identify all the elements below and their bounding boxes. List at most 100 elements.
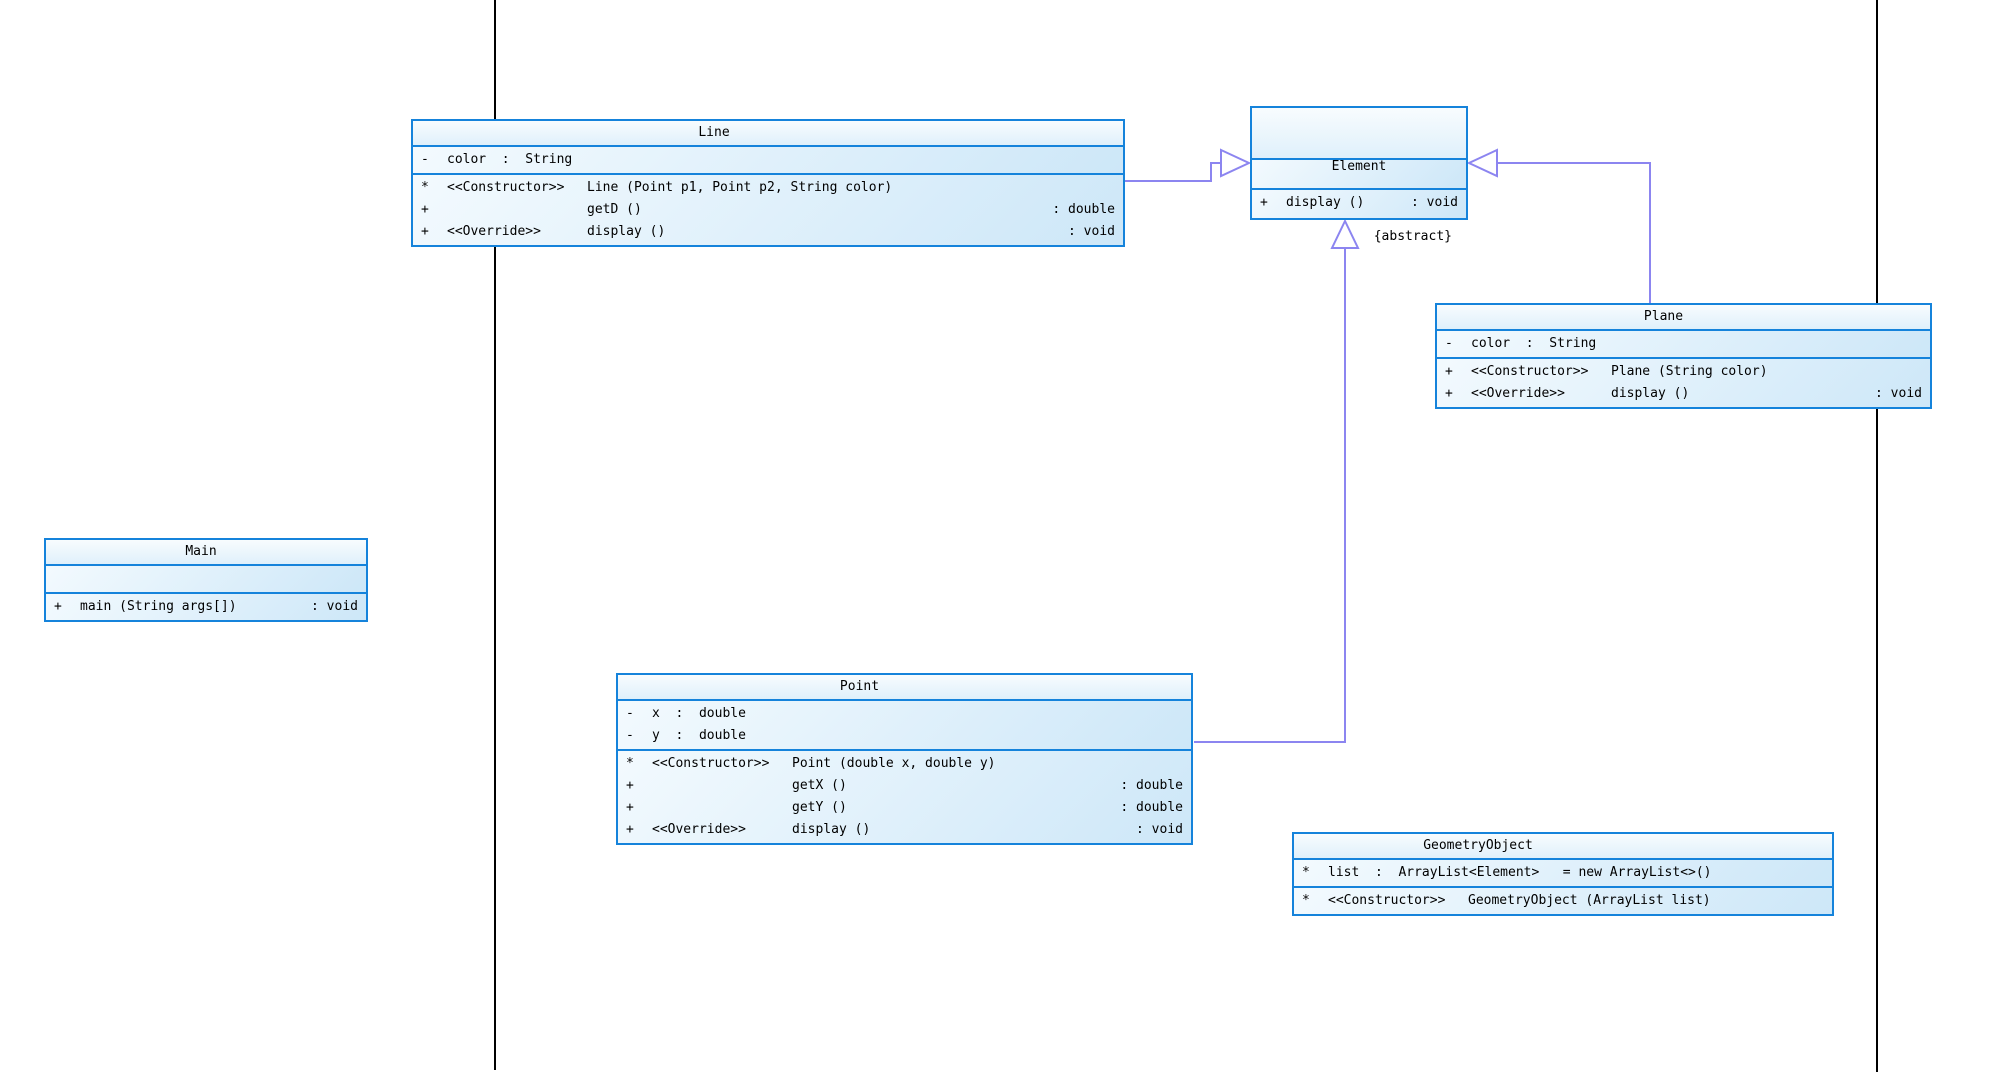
visibility-marker: * <box>1302 865 1310 880</box>
member-name: display () <box>792 822 871 837</box>
method-row: + getY () : double <box>618 797 1191 819</box>
class-box-element[interactable]: Element {abstract} + display () : void <box>1250 106 1468 244</box>
class-attributes: * list : ArrayList<Element> = new ArrayL… <box>1294 858 1832 886</box>
visibility-marker: + <box>626 778 634 793</box>
visibility-marker: + <box>626 822 634 837</box>
attribute-row: - color : String <box>413 149 1123 171</box>
visibility-marker: * <box>626 756 634 771</box>
stereotype-label <box>652 775 792 797</box>
class-title: Plane <box>1437 305 1930 329</box>
attribute-row: * list : ArrayList<Element> = new ArrayL… <box>1294 862 1832 884</box>
return-type-label: : void <box>311 599 358 614</box>
member-name: GeometryObject (ArrayList list) <box>1468 893 1711 908</box>
return-type-label <box>1824 890 1832 912</box>
class-methods: + main (String args[]) : void <box>46 592 366 620</box>
member-name: getX () <box>792 778 847 793</box>
return-type-label: : void <box>1136 822 1183 837</box>
member-name: Point (double x, double y) <box>792 756 996 771</box>
class-title: Main <box>46 540 366 564</box>
class-title-text: Element <box>1331 159 1387 174</box>
member-name: main (String args[]) <box>80 599 237 614</box>
method-row: + getD () : double <box>413 199 1123 221</box>
generalization-line-to-element[interactable] <box>1123 162 1221 182</box>
visibility-marker: + <box>421 202 429 217</box>
visibility-marker: - <box>626 706 634 721</box>
visibility-marker: - <box>421 152 429 167</box>
stereotype-label: <<Override>> <box>447 224 541 239</box>
method-row: * <<Constructor>> Point (double x, doubl… <box>618 753 1191 775</box>
class-box-point[interactable]: Point - x : double - y : double * <<Cons… <box>616 673 1193 845</box>
class-title: GeometryObject <box>1294 834 1832 858</box>
stereotype-label: <<Constructor>> <box>1328 893 1446 908</box>
visibility-marker: * <box>421 180 429 195</box>
class-title: Element {abstract} <box>1252 108 1466 244</box>
member-name: display () <box>587 224 666 239</box>
stereotype-label: <<Override>> <box>1471 386 1565 401</box>
class-box-geometryobject[interactable]: GeometryObject * list : ArrayList<Elemen… <box>1292 832 1834 916</box>
method-row: + <<Override>> display () : void <box>618 819 1191 841</box>
return-type-label: : double <box>1120 778 1183 793</box>
method-row: + <<Override>> display () : void <box>1437 383 1930 405</box>
class-attributes <box>46 564 366 592</box>
member-name: display () <box>1611 386 1690 401</box>
class-box-main[interactable]: Main + main (String args[]) : void <box>44 538 368 622</box>
member-name: Plane (String color) <box>1611 364 1768 379</box>
class-title: Line <box>413 121 1123 145</box>
stereotype-label <box>652 797 792 819</box>
visibility-marker: + <box>1260 195 1268 210</box>
class-methods: * <<Constructor>> Point (double x, doubl… <box>618 749 1191 843</box>
method-row: + getX () : double <box>618 775 1191 797</box>
return-type-label: : void <box>1875 386 1922 401</box>
class-title: Point <box>618 675 1191 699</box>
visibility-marker: + <box>54 599 62 614</box>
return-type-label: : double <box>1120 800 1183 815</box>
member-name: getY () <box>792 800 847 815</box>
return-type-label: : double <box>1052 202 1115 217</box>
class-attributes <box>1252 158 1466 188</box>
method-row: + main (String args[]) : void <box>46 596 366 618</box>
attribute-row: - color : String <box>1437 333 1930 355</box>
visibility-marker: + <box>1445 364 1453 379</box>
stereotype-label <box>447 199 587 221</box>
method-row: * <<Constructor>> GeometryObject (ArrayL… <box>1294 890 1832 912</box>
member-name: getD () <box>587 202 642 217</box>
visibility-marker: - <box>626 728 634 743</box>
class-attributes: - color : String <box>1437 329 1930 357</box>
class-box-plane[interactable]: Plane - color : String + <<Constructor>>… <box>1435 303 1932 409</box>
class-methods: * <<Constructor>> Line (Point p1, Point … <box>413 173 1123 245</box>
visibility-marker: + <box>421 224 429 239</box>
return-type-label <box>1115 177 1123 199</box>
class-attributes: - x : double - y : double <box>618 699 1191 749</box>
stereotype-label: <<Constructor>> <box>447 180 565 195</box>
stereotype-label: <<Override>> <box>652 822 746 837</box>
member-name: y : double <box>652 728 746 743</box>
member-name: Line (Point p1, Point p2, String color) <box>587 180 893 195</box>
generalization-arrowhead-plane[interactable] <box>1466 148 1498 178</box>
generalization-plane-to-element[interactable] <box>1497 162 1651 303</box>
visibility-marker: + <box>1445 386 1453 401</box>
return-type-label <box>1183 753 1191 775</box>
return-type-label <box>1922 361 1930 383</box>
return-type-label: : void <box>1411 195 1458 210</box>
class-box-line[interactable]: Line - color : String * <<Constructor>> … <box>411 119 1125 247</box>
visibility-marker: - <box>1445 336 1453 351</box>
method-row: + <<Constructor>> Plane (String color) <box>1437 361 1930 383</box>
visibility-marker: * <box>1302 893 1310 908</box>
class-attributes: - color : String <box>413 145 1123 173</box>
member-name: list : ArrayList<Element> = new ArrayLis… <box>1328 865 1712 880</box>
generalization-arrowhead-line[interactable] <box>1220 148 1252 178</box>
method-row: * <<Constructor>> Line (Point p1, Point … <box>413 177 1123 199</box>
visibility-marker: + <box>626 800 634 815</box>
member-name: color : String <box>1471 336 1597 351</box>
member-name: x : double <box>652 706 746 721</box>
stereotype-label: <<Constructor>> <box>1471 364 1589 379</box>
stereotype-label: <<Constructor>> <box>652 756 770 771</box>
member-name: display () <box>1286 195 1365 210</box>
class-methods: * <<Constructor>> GeometryObject (ArrayL… <box>1294 886 1832 914</box>
generalization-point-to-element[interactable] <box>1194 247 1346 743</box>
abstract-tag: {abstract} <box>1373 229 1452 244</box>
return-type-label: : void <box>1068 224 1115 239</box>
generalization-arrowhead-point[interactable] <box>1330 218 1360 249</box>
